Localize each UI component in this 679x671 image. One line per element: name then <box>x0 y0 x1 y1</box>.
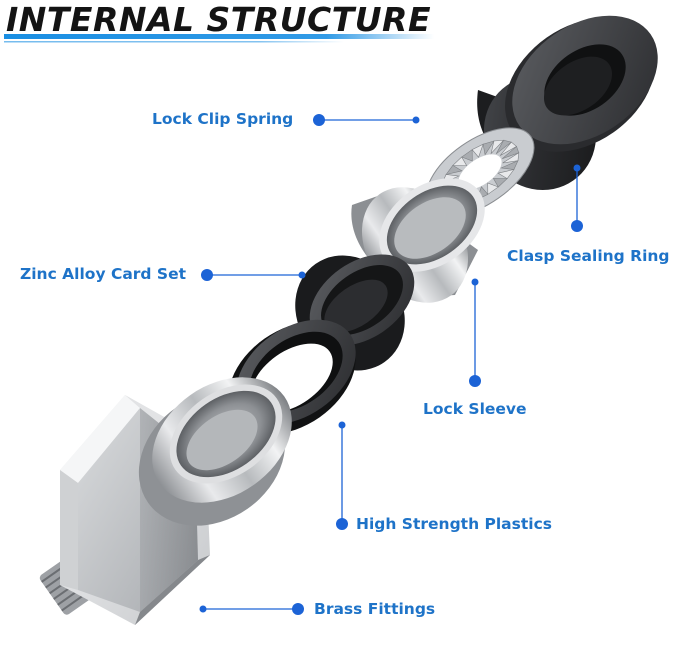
spring-tooth <box>492 178 508 188</box>
spring-tooth <box>499 141 518 156</box>
page-title: INTERNAL STRUCTURE <box>6 0 431 39</box>
title-underline-thin <box>4 41 344 43</box>
spring-tooth <box>502 145 520 160</box>
title-underline <box>4 34 434 39</box>
brass-fittings-part <box>39 377 292 625</box>
label-zinc-alloy-card-set: Zinc Alloy Card Set <box>20 265 186 283</box>
label-lock-sleeve: Lock Sleeve <box>423 400 527 418</box>
spring-tooth <box>490 139 505 155</box>
label-clasp-sealing-ring: Clasp Sealing Ring <box>507 247 670 265</box>
leader-zinc-alloy-card-set <box>201 269 306 281</box>
spring-tooth <box>487 182 499 195</box>
leader-high-strength-plastics <box>336 421 348 530</box>
spring-tooth <box>495 139 513 155</box>
spring-tooth <box>445 165 463 175</box>
zinc-alloy-card-set-part <box>295 254 415 371</box>
spring-tooth <box>452 156 468 166</box>
spring-tooth <box>502 152 520 164</box>
leader-lock-sleeve <box>469 278 481 387</box>
leader-clasp-sealing-ring <box>571 164 583 232</box>
spring-tooth <box>471 143 484 158</box>
label-brass-fittings: Brass Fittings <box>314 600 436 618</box>
spring-tooth <box>500 160 519 170</box>
spring-tooth <box>482 140 495 156</box>
leader-lock-clip-spring <box>313 114 420 126</box>
label-high-strength-plastics: High Strength Plastics <box>356 515 553 533</box>
spring-tooth <box>497 169 515 179</box>
spring-tooth <box>461 149 473 162</box>
leader-brass-fittings <box>199 603 304 615</box>
label-lock-clip-spring: Lock Clip Spring <box>152 110 294 128</box>
